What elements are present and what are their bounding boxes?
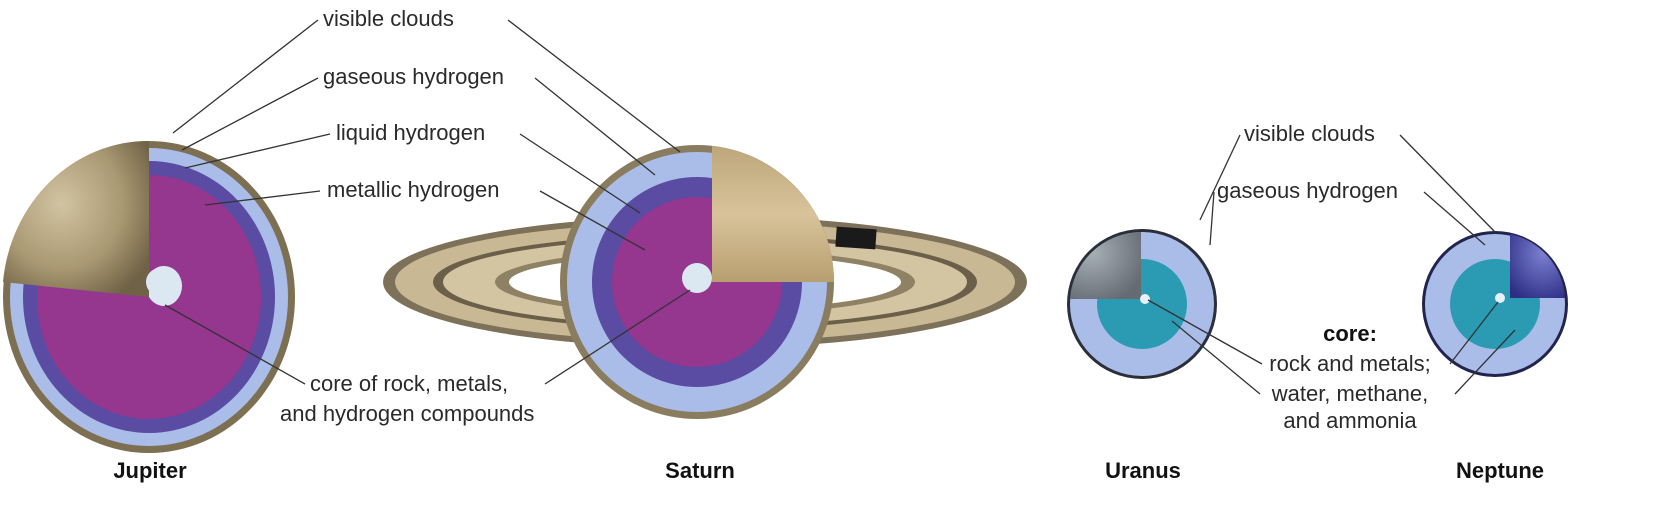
uranus-cutaway [1067, 229, 1217, 379]
label-visible-clouds: visible clouds [323, 6, 454, 31]
label-ice-core-title: core: [1323, 321, 1377, 346]
neptune-core [1495, 293, 1505, 303]
planet-name-jupiter: Jupiter [113, 458, 187, 483]
ring-shadow [835, 226, 877, 250]
saturn-surface [712, 146, 834, 282]
neptune-surface [1510, 234, 1565, 298]
uranus-core [1140, 294, 1150, 304]
label-core-line1: core of rock, metals, [310, 371, 508, 396]
jupiter-cutaway [3, 140, 295, 453]
planet-name-uranus: Uranus [1105, 458, 1181, 483]
label-ice-visible-clouds: visible clouds [1244, 121, 1375, 146]
planet-name-saturn: Saturn [665, 458, 735, 483]
saturn-core [682, 263, 712, 293]
leader-lines [164, 19, 1516, 395]
label-core-line2: and hydrogen compounds [280, 401, 534, 426]
label-ice-core-line1: rock and metals; [1269, 351, 1430, 376]
planet-name-neptune: Neptune [1456, 458, 1544, 483]
label-gaseous-hydrogen: gaseous hydrogen [323, 64, 504, 89]
label-ice-core-line2: water, methane, [1271, 381, 1429, 406]
uranus-surface [1070, 232, 1141, 299]
saturn-cutaway [560, 145, 834, 419]
label-ice-gaseous-hydrogen: gaseous hydrogen [1217, 178, 1398, 203]
label-liquid-hydrogen: liquid hydrogen [336, 120, 485, 145]
jupiter-surface [3, 140, 149, 297]
neptune-cutaway [1422, 231, 1568, 377]
label-metallic-hydrogen: metallic hydrogen [327, 177, 499, 202]
label-ice-core-line3: and ammonia [1283, 408, 1417, 433]
